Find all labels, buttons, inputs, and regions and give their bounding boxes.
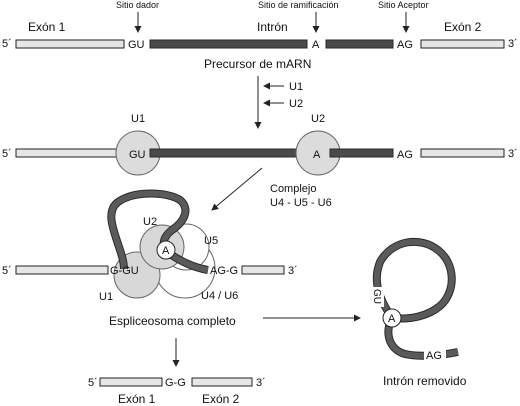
- complex-gu: GU: [129, 149, 146, 161]
- three-prime-label: 3´: [508, 38, 518, 50]
- donor-site-label: Sitio dador: [116, 0, 159, 10]
- product-exon-2: [191, 377, 253, 387]
- complex-exon-1: [15, 148, 124, 158]
- spliced-mrna: 5´ G-G 3´ Exón 1 Exón 2: [88, 338, 266, 406]
- branch-site-label: Sitio de ramificación: [258, 0, 339, 10]
- complex-five-prime: 5´: [2, 148, 12, 160]
- lariat-branch-circle: [382, 308, 402, 328]
- ag-label: AG: [397, 39, 413, 51]
- gu-label: GU: [128, 39, 145, 51]
- precursor-caption: Precursor de mARN: [204, 57, 311, 71]
- step-2: Complejo U4 - U5 - U6: [211, 167, 332, 211]
- spliceosome-exon-2: [241, 265, 285, 275]
- spliceosome-u5-label: U5: [204, 235, 218, 247]
- intron-bar-left: [149, 39, 308, 49]
- ag-g-label: AG-G: [210, 265, 238, 277]
- pre-mrna: 5´ Exón 1 Sitio dador GU Intrón Sitio de…: [2, 0, 518, 71]
- spliceosome-three-prime: 3´: [288, 265, 298, 277]
- complex-label-line-1: Complejo: [270, 183, 316, 195]
- intron-label: Intrón: [257, 20, 288, 34]
- product-exon-2-label: Exón 2: [202, 392, 240, 406]
- complex-u2-label: U2: [311, 113, 325, 125]
- spliceosome-u2-label: U2: [143, 216, 157, 228]
- intron-loop: [108, 190, 189, 270]
- exon-2-label: Exón 2: [444, 20, 482, 34]
- complex-a: A: [313, 149, 321, 161]
- product-exon-1: [99, 377, 163, 387]
- five-prime-label: 5´: [2, 38, 12, 50]
- product-junction: G-G: [165, 377, 186, 389]
- exon-1-label: Exón 1: [28, 20, 66, 34]
- complex-intron-right: [329, 148, 394, 158]
- u4-u6-label: U4 / U6: [201, 290, 238, 302]
- spliceosome-caption: Espliceosoma completo: [109, 314, 236, 328]
- lariat-ag-mask: [424, 348, 446, 361]
- g-gu-label: G-GU: [110, 265, 139, 277]
- product-three-prime: 3´: [256, 377, 266, 389]
- lariat-loop: [373, 239, 455, 322]
- branch-point-circle: [156, 240, 176, 260]
- u1-u2-complex: 5´ GU A AG 3´ U1 U2: [2, 113, 518, 176]
- complex-label-line-2: U4 - U5 - U6: [270, 197, 332, 209]
- acceptor-site-label: Sitio Aceptor: [378, 0, 429, 10]
- spliceosome: 5´ 3´ A G-GU AG-G U2 U5 U1 U4 / U6 Espli…: [2, 189, 298, 328]
- u1-added-label: U1: [289, 81, 303, 93]
- step-1: U1 U2: [254, 76, 303, 129]
- spliceosome-exon-1: [15, 265, 109, 275]
- exon-2-bar: [420, 39, 505, 49]
- lariat-a: A: [388, 313, 396, 325]
- lariat-ag: AG: [426, 350, 442, 362]
- product-exon-1-label: Exón 1: [118, 392, 156, 406]
- spliceosome-five-prime: 5´: [2, 265, 12, 277]
- complex-exon-2: [420, 148, 505, 158]
- lariat-caption: Intrón removido: [383, 374, 467, 388]
- complex-intron-left: [149, 148, 306, 158]
- exon-1-bar: [15, 39, 125, 49]
- product-five-prime: 5´: [88, 377, 98, 389]
- lariat-gu: GU: [371, 289, 382, 304]
- lariat: AG GU A Intrón removido: [371, 238, 467, 388]
- step-2-arrow: [211, 167, 263, 211]
- intron-bar-right: [325, 39, 394, 49]
- a-label: A: [312, 39, 320, 51]
- spliceosome-a: A: [162, 245, 170, 257]
- complex-u1-label: U1: [131, 113, 145, 125]
- spliceosome-u1-label: U1: [99, 291, 113, 303]
- complex-three-prime: 3´: [508, 148, 518, 160]
- u2-added-label: U2: [289, 98, 303, 110]
- lariat-gu-mask: [372, 287, 384, 307]
- complex-ag: AG: [397, 149, 413, 161]
